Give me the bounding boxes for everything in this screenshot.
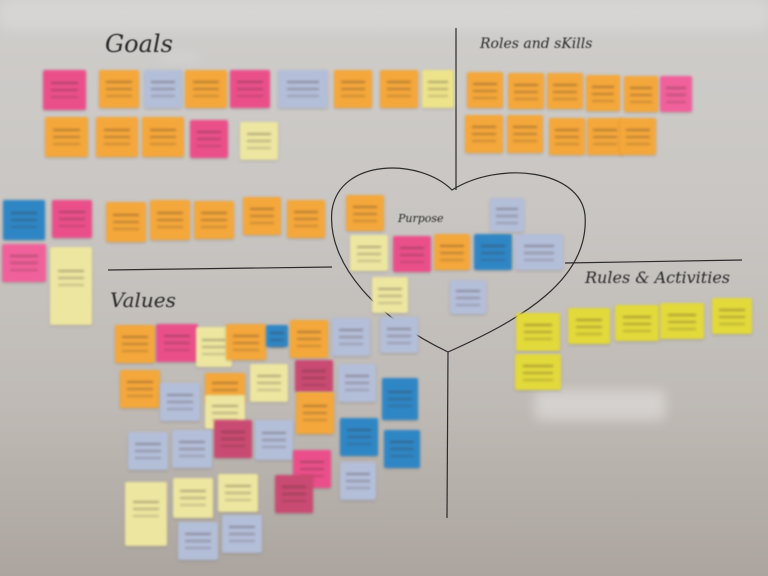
sticky-note bbox=[160, 383, 200, 421]
sticky-note bbox=[350, 235, 388, 271]
sticky-note bbox=[624, 76, 658, 112]
sticky-note bbox=[115, 325, 155, 363]
sticky-note bbox=[150, 200, 190, 240]
sticky-note bbox=[243, 197, 281, 235]
vertical-divider-bottom bbox=[446, 351, 449, 519]
sticky-note bbox=[226, 324, 266, 360]
section-label: Rules & Activities bbox=[585, 268, 731, 287]
sticky-note bbox=[106, 202, 146, 242]
sticky-note bbox=[434, 234, 470, 270]
sticky-note bbox=[287, 200, 325, 238]
sticky-note bbox=[222, 515, 262, 553]
horizontal-divider-right bbox=[564, 259, 743, 264]
sticky-note bbox=[45, 117, 88, 157]
glare bbox=[535, 390, 665, 420]
sticky-note bbox=[615, 305, 659, 341]
sticky-note bbox=[587, 118, 623, 155]
glare bbox=[160, 55, 200, 59]
sticky-note bbox=[2, 244, 46, 282]
sticky-note bbox=[340, 462, 376, 500]
sticky-note bbox=[240, 122, 278, 160]
sticky-note bbox=[156, 324, 198, 362]
sticky-note bbox=[295, 360, 333, 392]
sticky-note bbox=[474, 234, 512, 270]
sticky-note bbox=[332, 318, 370, 356]
sticky-note bbox=[173, 478, 213, 518]
section-label: Purpose bbox=[398, 212, 444, 225]
sticky-note bbox=[467, 72, 503, 108]
sticky-note bbox=[142, 117, 184, 157]
sticky-note bbox=[120, 370, 160, 408]
sticky-note bbox=[290, 320, 328, 358]
sticky-note bbox=[52, 200, 92, 238]
sticky-note bbox=[515, 354, 561, 390]
section-label: Values bbox=[110, 288, 176, 312]
glare bbox=[0, 0, 768, 30]
sticky-note bbox=[340, 418, 378, 456]
sticky-note bbox=[172, 430, 212, 468]
sticky-note bbox=[99, 70, 139, 108]
sticky-note bbox=[372, 277, 408, 313]
sticky-note bbox=[586, 75, 620, 111]
sticky-note bbox=[712, 298, 752, 334]
sticky-note bbox=[194, 201, 234, 239]
sticky-note bbox=[516, 313, 560, 351]
sticky-note bbox=[218, 474, 258, 512]
sticky-note bbox=[422, 70, 454, 108]
sticky-note bbox=[144, 70, 182, 108]
section-label: Goals bbox=[105, 30, 173, 58]
sticky-note bbox=[660, 76, 692, 112]
sticky-note bbox=[128, 432, 168, 470]
sticky-note bbox=[125, 482, 167, 546]
sticky-note bbox=[384, 430, 420, 468]
sticky-note bbox=[43, 70, 86, 110]
sticky-note bbox=[380, 317, 418, 353]
sticky-note bbox=[296, 392, 334, 434]
sticky-note bbox=[214, 420, 252, 458]
sticky-note bbox=[660, 303, 704, 339]
sticky-note bbox=[393, 236, 431, 272]
sticky-note bbox=[450, 280, 486, 314]
sticky-note bbox=[620, 118, 656, 155]
sticky-note bbox=[190, 120, 228, 158]
sticky-note bbox=[334, 70, 372, 108]
sticky-note bbox=[266, 325, 288, 347]
sticky-note bbox=[490, 198, 524, 232]
sticky-note bbox=[250, 364, 288, 402]
sticky-note bbox=[338, 364, 376, 402]
sticky-note bbox=[278, 70, 328, 108]
sticky-note bbox=[549, 118, 585, 155]
sticky-note bbox=[568, 308, 610, 344]
sticky-note bbox=[508, 73, 544, 109]
sticky-note bbox=[382, 378, 418, 420]
sticky-note bbox=[380, 70, 418, 108]
sticky-note bbox=[178, 522, 218, 560]
sticky-note bbox=[96, 117, 138, 157]
sticky-note bbox=[507, 115, 543, 153]
sticky-note bbox=[185, 70, 227, 108]
sticky-note bbox=[3, 200, 45, 240]
sticky-note bbox=[346, 195, 384, 231]
sticky-note bbox=[547, 73, 583, 109]
horizontal-divider-left bbox=[107, 266, 333, 271]
sticky-note bbox=[230, 70, 270, 108]
sticky-note bbox=[275, 475, 313, 513]
sticky-note bbox=[255, 420, 293, 460]
sticky-note bbox=[465, 115, 503, 153]
section-label: Roles and sKills bbox=[480, 36, 593, 52]
sticky-note bbox=[515, 234, 563, 270]
sticky-note bbox=[50, 247, 92, 325]
